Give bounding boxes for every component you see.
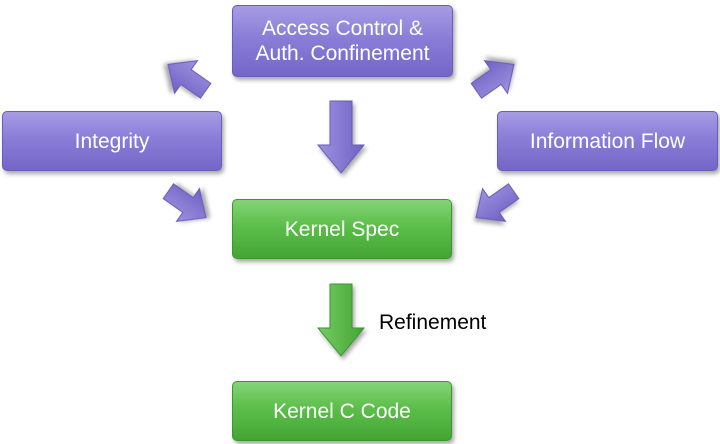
arrow-access-to-kernel-spec xyxy=(316,100,366,174)
arrow-access-to-integrity xyxy=(167,59,212,99)
node-integrity: Integrity xyxy=(2,111,222,171)
edge-label-refinement: Refinement xyxy=(379,311,487,334)
node-information-flow-label: Information Flow xyxy=(529,129,686,153)
node-access-control: Access Control & Auth. Confinement xyxy=(232,5,453,77)
node-kernel-spec: Kernel Spec xyxy=(232,199,452,259)
arrow-access-to-information-flow xyxy=(470,59,515,99)
arrow-integrity-to-kernel-spec xyxy=(162,183,207,223)
arrow-information-flow-to-kernel-spec xyxy=(475,183,520,223)
node-access-control-line1: Access Control & xyxy=(261,17,424,40)
node-kernel-c-code-label: Kernel C Code xyxy=(273,399,411,423)
node-kernel-spec-label: Kernel Spec xyxy=(284,217,400,241)
node-integrity-label: Integrity xyxy=(74,129,150,153)
node-access-control-line2: Auth. Confinement xyxy=(255,42,430,65)
node-information-flow: Information Flow xyxy=(497,111,718,171)
node-kernel-c-code: Kernel C Code xyxy=(232,381,452,441)
arrow-kernel-spec-to-c-code xyxy=(316,283,366,357)
